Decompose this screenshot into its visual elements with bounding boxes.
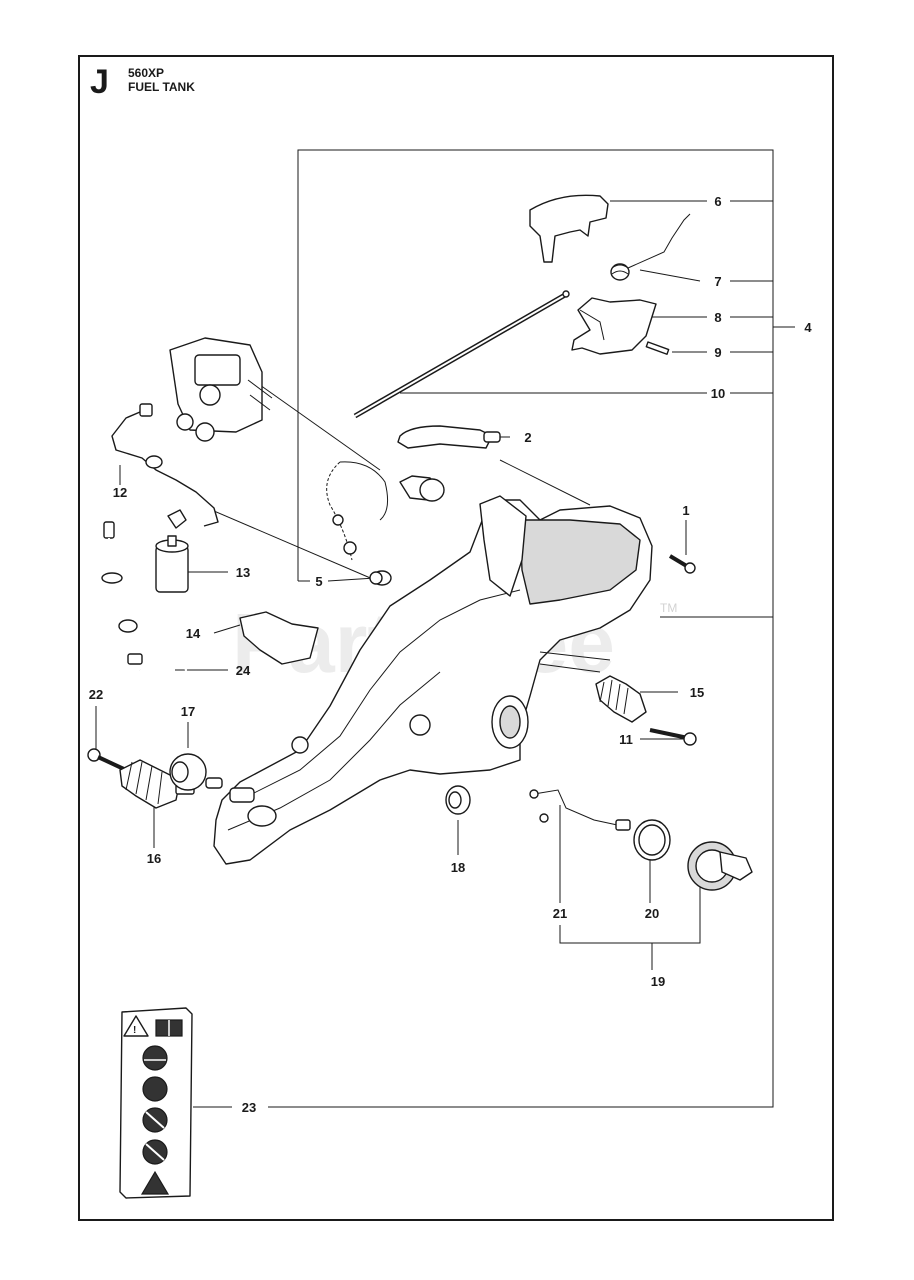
- section-letter: J: [90, 63, 109, 101]
- callout-15: 15: [690, 685, 704, 700]
- callout-5: 5: [315, 574, 322, 589]
- callout-1: 1: [682, 503, 689, 518]
- callout-21: 21: [553, 906, 567, 921]
- callout-7: 7: [714, 274, 721, 289]
- callout-19: 19: [651, 974, 665, 989]
- part-11-screw: [649, 728, 697, 746]
- callout-11: 11: [619, 732, 633, 747]
- part-6-handle-cover: [529, 194, 609, 263]
- part-15-av-spring: [595, 675, 647, 723]
- ear-eye-protection-icon: [142, 1045, 168, 1071]
- part-21-fuel-pickup: [529, 789, 631, 831]
- callout-18: 18: [451, 860, 465, 875]
- callout-22: 22: [89, 687, 103, 702]
- svg-text:!: !: [133, 1025, 136, 1036]
- callout-10: 10: [711, 386, 725, 401]
- model-label: 560XP: [128, 66, 165, 80]
- primer-pump-hoses: [326, 461, 445, 561]
- part-14-cover-plate: [239, 611, 319, 665]
- part-12-fuel-hose: [111, 403, 219, 527]
- callout-12: 12: [113, 485, 127, 500]
- callout-24: 24: [236, 663, 251, 678]
- part-20-o-ring: [633, 819, 671, 861]
- callout-4: 4: [804, 320, 812, 335]
- callout-23: 23: [242, 1100, 256, 1115]
- callout-20: 20: [645, 906, 659, 921]
- part-5-bushing: [369, 570, 392, 586]
- part-13-fuel-filter: [155, 509, 189, 593]
- part-7-spring: [610, 213, 691, 281]
- part-19-fuel-cap: [687, 841, 753, 891]
- diagram-title: FUEL TANK: [128, 80, 195, 94]
- part-1-screw: [668, 554, 696, 574]
- warning-triangle-icon: !: [123, 1015, 149, 1037]
- callout-8: 8: [714, 310, 721, 325]
- callout-17: 17: [181, 704, 195, 719]
- callout-14: 14: [186, 626, 201, 641]
- hand-chain-icon: [142, 1076, 168, 1102]
- callout-9: 9: [714, 345, 721, 360]
- part-10-throttle-rod: [353, 290, 570, 419]
- fuel-tank-body: [213, 495, 653, 865]
- carburetor-assembly: [169, 337, 273, 442]
- callout-13: 13: [236, 565, 250, 580]
- manual-book-icon: [155, 1019, 183, 1037]
- part-24-fuel-hose: [101, 521, 188, 686]
- diagram-frame: [78, 55, 834, 1221]
- flame-warning-icon: [140, 1170, 170, 1195]
- callout-labels: 1 2 4 5 6 7 8 9 10 11 12 13 14 15 16 17 …: [89, 194, 813, 1115]
- callout-6: 6: [714, 194, 721, 209]
- part-8-throttle-housing: [571, 297, 657, 355]
- bracket-lines: [193, 149, 795, 1108]
- part-23-safety-decal: !: [119, 1007, 193, 1199]
- part-17-rubber-buffer: [169, 753, 255, 803]
- part-22-screw: [87, 748, 127, 772]
- part-2-damper-cover: [397, 425, 501, 449]
- callout-2: 2: [524, 430, 531, 445]
- part-9-pin: [645, 341, 670, 355]
- callout-16: 16: [147, 851, 161, 866]
- part-18-grommet: [445, 785, 471, 815]
- watermark-trademark: TM: [660, 601, 677, 615]
